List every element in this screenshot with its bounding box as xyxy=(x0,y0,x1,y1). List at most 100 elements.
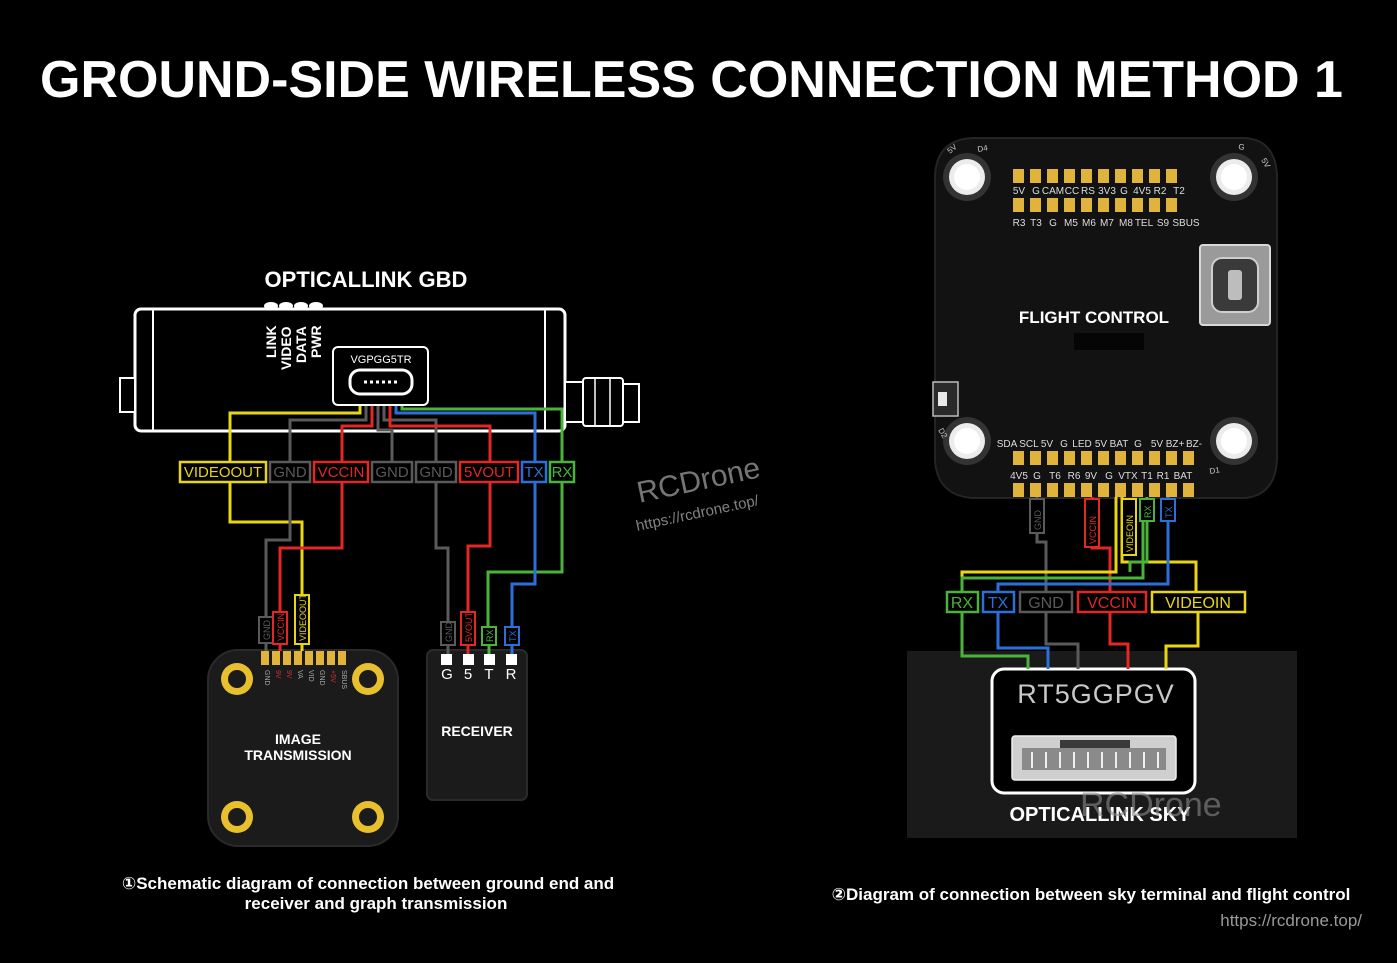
gbd-connector-label: VGPGG5TR xyxy=(350,354,411,366)
svg-text:BZ-: BZ- xyxy=(1186,439,1202,450)
image-transmission-module: GND 9V 9V VA VID GND +5V SBUS IMAGE TRAN… xyxy=(207,649,399,847)
svg-text:5VOUT: 5VOUT xyxy=(464,611,474,642)
svg-text:G: G xyxy=(1134,439,1142,450)
svg-text:T3: T3 xyxy=(1030,218,1042,229)
gbd-leds: LINK VIDEO DATA PWR xyxy=(263,302,324,370)
svg-text:VIDEOOUT: VIDEOOUT xyxy=(298,593,308,641)
gbd-pin-labels: VIDEOOUT GND VCCIN GND GND 5VOUT TX RX xyxy=(178,460,576,484)
svg-text:R1: R1 xyxy=(1157,471,1170,482)
sky-pin-labels: RX TX GND VCCIN VIDEOIN xyxy=(945,590,1247,614)
watermark-middle: RCDrone https://rcdrone.top/ xyxy=(634,451,763,534)
rx-pin-gnd: GND xyxy=(440,621,456,646)
svg-text:TX: TX xyxy=(1164,506,1174,518)
svg-text:RS: RS xyxy=(1081,186,1095,197)
svg-text:SCL: SCL xyxy=(1019,439,1039,450)
svg-text:VIDEOIN: VIDEOIN xyxy=(1165,595,1231,612)
svg-text:RX: RX xyxy=(951,595,974,612)
sky-pin-vccin: VCCIN xyxy=(1076,590,1148,614)
svg-text:CC: CC xyxy=(1065,186,1079,197)
svg-text:RX: RX xyxy=(485,629,495,642)
svg-text:LED: LED xyxy=(1072,439,1091,450)
svg-text:VCCIN: VCCIN xyxy=(1087,595,1137,612)
svg-text:BAT: BAT xyxy=(1110,439,1129,450)
svg-text:9V: 9V xyxy=(285,670,292,679)
pin-vccin: VCCIN xyxy=(312,460,370,484)
svg-text:VCCIN: VCCIN xyxy=(318,464,365,481)
svg-text:TX: TX xyxy=(508,630,518,642)
svg-text:GND: GND xyxy=(1028,595,1064,612)
svg-text:+5V: +5V xyxy=(329,670,336,683)
receiver-label: RECEIVER xyxy=(441,723,513,739)
pin-5vout: 5VOUT xyxy=(458,460,520,484)
svg-text:GND: GND xyxy=(444,622,454,643)
rx-pin-tags: GND 5VOUT RX TX xyxy=(440,611,520,654)
vtx-pad-text: GND 9V 9V VA VID GND +5V SBUS xyxy=(263,670,347,689)
rx-pad-5: 5 xyxy=(464,666,472,683)
led-label-pwr: PWR xyxy=(308,325,324,358)
fc-wire-tags: GND VCCIN VIDEOIN RX TX xyxy=(1029,498,1176,556)
vtx-pin-vccin: VCCIN xyxy=(272,611,288,645)
svg-text:RX: RX xyxy=(552,464,573,481)
fc-usb-port xyxy=(1199,244,1271,326)
pin-gnd-3: GND xyxy=(414,460,458,484)
sky-pin-gnd: GND xyxy=(1018,590,1074,614)
svg-text:VA: VA xyxy=(296,670,303,679)
svg-text:TEL: TEL xyxy=(1135,218,1154,229)
led-label-data: DATA xyxy=(293,326,309,363)
svg-text:M8: M8 xyxy=(1119,218,1133,229)
svg-text:S9: S9 xyxy=(1157,218,1170,229)
svg-text:5V: 5V xyxy=(1151,439,1164,450)
svg-text:G: G xyxy=(1033,471,1041,482)
gbd-connector: VGPGG5TR xyxy=(332,346,429,406)
pin-videoout: VIDEOOUT xyxy=(178,460,268,484)
vtx-pin-gnd: GND xyxy=(258,616,274,644)
svg-text:VID: VID xyxy=(307,670,314,682)
svg-text:G: G xyxy=(1120,186,1128,197)
sky-label: OPTICALLINK SKY xyxy=(1009,804,1191,826)
svg-text:M5: M5 xyxy=(1064,218,1078,229)
svg-text:D4: D4 xyxy=(977,143,989,154)
svg-text:R2: R2 xyxy=(1154,186,1167,197)
svg-text:5V: 5V xyxy=(1095,439,1108,450)
svg-text:M6: M6 xyxy=(1082,218,1096,229)
fc-tag-tx: TX xyxy=(1160,498,1176,522)
sky-pin-tx: TX xyxy=(981,590,1016,614)
pin-gnd-2: GND xyxy=(370,460,414,484)
fc-tag-vccin: VCCIN xyxy=(1084,498,1100,548)
fc-tag-gnd: GND xyxy=(1029,498,1045,534)
led-pwr xyxy=(309,302,323,310)
svg-text:5V: 5V xyxy=(1013,186,1026,197)
svg-text:4V5: 4V5 xyxy=(1010,471,1028,482)
svg-text:G: G xyxy=(1032,186,1040,197)
svg-text:4V5: 4V5 xyxy=(1133,186,1151,197)
led-label-link: LINK xyxy=(263,325,279,358)
svg-text:GND: GND xyxy=(273,464,307,481)
svg-text:T2: T2 xyxy=(1173,186,1185,197)
led-data xyxy=(294,302,308,310)
svg-text:TX: TX xyxy=(524,464,543,481)
svg-text:9V: 9V xyxy=(274,670,281,679)
svg-text:G: G xyxy=(1060,439,1068,450)
vtx-pin-tags: GND VCCIN VIDEOOUT xyxy=(258,593,310,651)
fc-label: FLIGHT CONTROL xyxy=(1019,308,1169,327)
svg-text:VIDEOOUT: VIDEOOUT xyxy=(184,464,262,481)
pin-tx: TX xyxy=(520,460,548,484)
svg-text:GND: GND xyxy=(318,670,325,686)
svg-text:SDA: SDA xyxy=(997,439,1018,450)
svg-text:VIDEOIN: VIDEOIN xyxy=(1125,515,1135,552)
page-title: GROUND-SIDE WIRELESS CONNECTION METHOD 1 xyxy=(40,51,1343,109)
svg-text:GND: GND xyxy=(1033,510,1043,531)
watermark-url-bottom: https://rcdrone.top/ xyxy=(1220,911,1362,930)
svg-text:GND: GND xyxy=(375,464,409,481)
fc-bottom-pads xyxy=(1013,451,1194,497)
svg-text:GND: GND xyxy=(263,670,270,686)
svg-text:VCCIN: VCCIN xyxy=(1088,516,1098,544)
rx-pad-g: G xyxy=(441,666,453,683)
caption-left-1: ①Schematic diagram of connection between… xyxy=(122,874,614,893)
svg-text:BZ+: BZ+ xyxy=(1166,439,1185,450)
led-label-video: VIDEO xyxy=(278,326,294,370)
svg-text:D1: D1 xyxy=(1209,465,1221,476)
